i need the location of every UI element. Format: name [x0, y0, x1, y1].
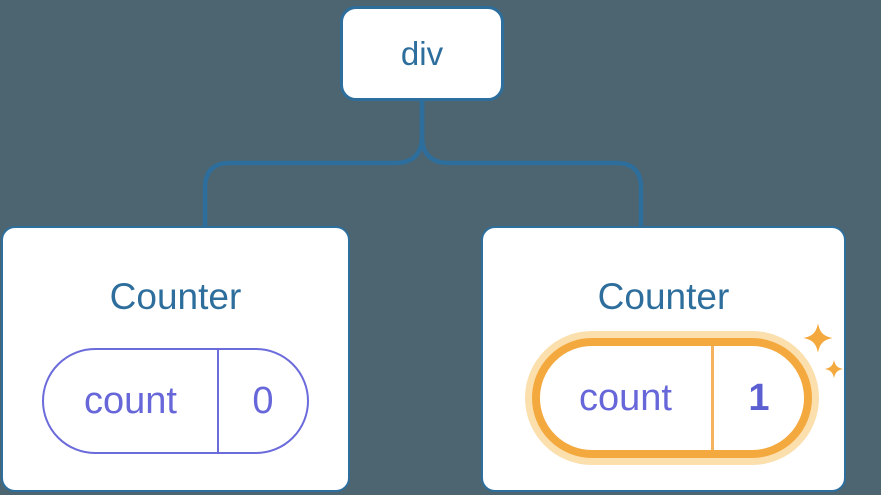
- root-div-node: div: [340, 6, 504, 101]
- state-pill: count 0: [42, 348, 309, 454]
- state-value: 0: [252, 379, 274, 422]
- counter-card-left: Counter count 0: [1, 226, 350, 492]
- root-node-label: div: [400, 34, 444, 72]
- state-key: count: [579, 376, 672, 419]
- state-value: 1: [748, 376, 770, 419]
- counter-card-right: Counter count 1: [481, 226, 846, 492]
- connector-left-branch: [202, 101, 425, 226]
- connector-right-branch: [419, 101, 644, 226]
- state-pill-highlighted: count 1: [532, 338, 812, 458]
- pill-divider: [217, 350, 219, 452]
- component-name: Counter: [597, 276, 730, 317]
- component-name: Counter: [109, 276, 242, 317]
- state-key: count: [84, 379, 177, 422]
- pill-divider: [711, 346, 714, 450]
